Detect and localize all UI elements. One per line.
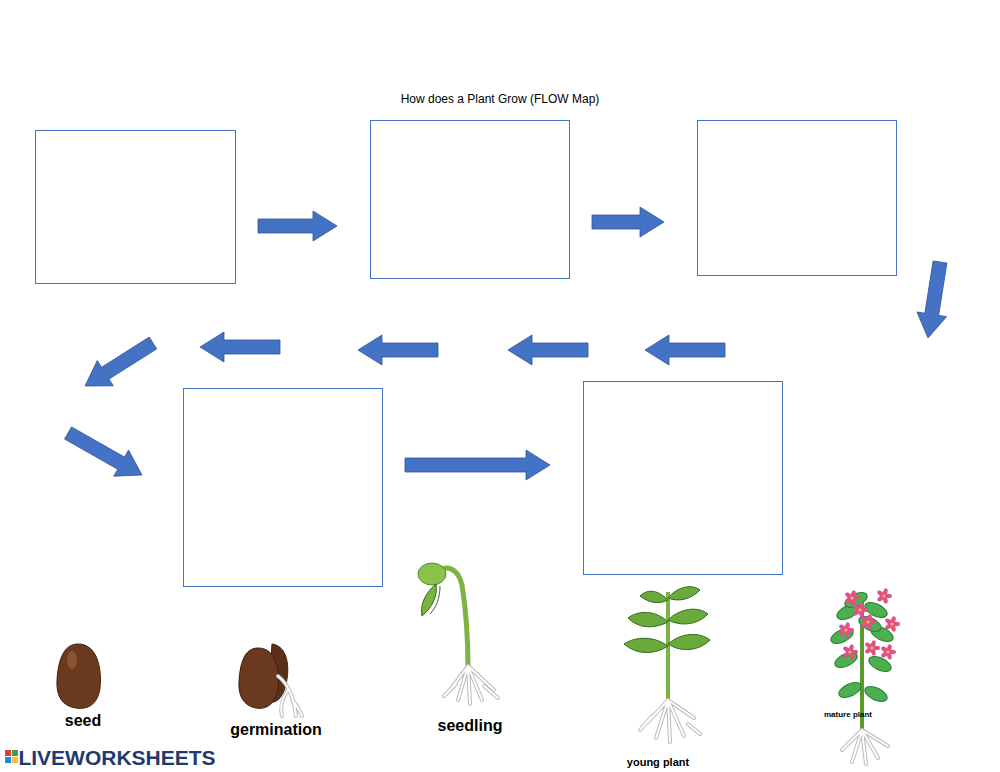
flower-centre <box>866 620 869 623</box>
arrow-segment <box>645 335 725 365</box>
young-plant-picture <box>624 587 710 742</box>
watermark: LIVEWORKSHEETS <box>18 746 215 770</box>
flow-arrow <box>258 211 337 241</box>
petal <box>882 595 889 604</box>
step-box <box>697 120 897 276</box>
leaf <box>837 679 864 700</box>
logo-mark <box>5 750 18 763</box>
petal <box>870 647 877 656</box>
mature-plant-picture <box>829 588 900 764</box>
petal <box>858 602 865 611</box>
flower-centre <box>844 628 847 631</box>
seed-highlight <box>67 651 77 669</box>
arrow-segment <box>917 261 947 338</box>
leaf <box>833 649 860 670</box>
leaf <box>863 683 890 704</box>
step-box <box>183 388 383 587</box>
flower-centre <box>858 608 861 611</box>
petal <box>866 614 873 623</box>
germination-picture <box>239 644 302 716</box>
arrow-segment <box>358 335 438 365</box>
seed-picture <box>57 644 101 708</box>
arrow-segment <box>65 427 142 476</box>
step-box <box>35 130 236 284</box>
step-box <box>370 120 570 279</box>
petal <box>850 590 857 599</box>
flower-centre <box>890 622 893 625</box>
seedling-picture <box>418 563 498 704</box>
arrow-segment <box>405 450 550 480</box>
petal <box>844 629 851 638</box>
arrow-segment <box>200 332 280 362</box>
petal <box>848 651 855 660</box>
arrow-segment <box>258 211 337 241</box>
flower-centre <box>850 596 853 599</box>
petal <box>870 640 877 649</box>
petal <box>890 616 897 625</box>
arrow-segment <box>592 207 664 237</box>
flower-centre <box>848 650 851 653</box>
petal <box>886 651 893 660</box>
petal <box>866 621 873 630</box>
title: How does a Plant Grow (FLOW Map) <box>401 92 600 106</box>
flower-centre <box>886 650 889 653</box>
petal <box>890 623 897 632</box>
flow-arrow <box>592 207 664 237</box>
stage-label: young plant <box>627 756 689 768</box>
stage-label: seed <box>65 712 101 730</box>
flow-arrow <box>405 450 550 480</box>
arrow-segment <box>508 335 588 365</box>
stage-label: mature plant <box>824 710 872 719</box>
step-box <box>583 381 783 575</box>
arrow-segment <box>85 337 157 386</box>
petal <box>886 644 893 653</box>
petal <box>848 644 855 653</box>
petal <box>882 588 889 597</box>
flower-centre <box>870 646 873 649</box>
flower-centre <box>882 594 885 597</box>
stage-label: seedling <box>438 717 503 735</box>
petal <box>844 622 851 631</box>
stage-label: germination <box>230 721 322 739</box>
petal <box>858 609 865 618</box>
